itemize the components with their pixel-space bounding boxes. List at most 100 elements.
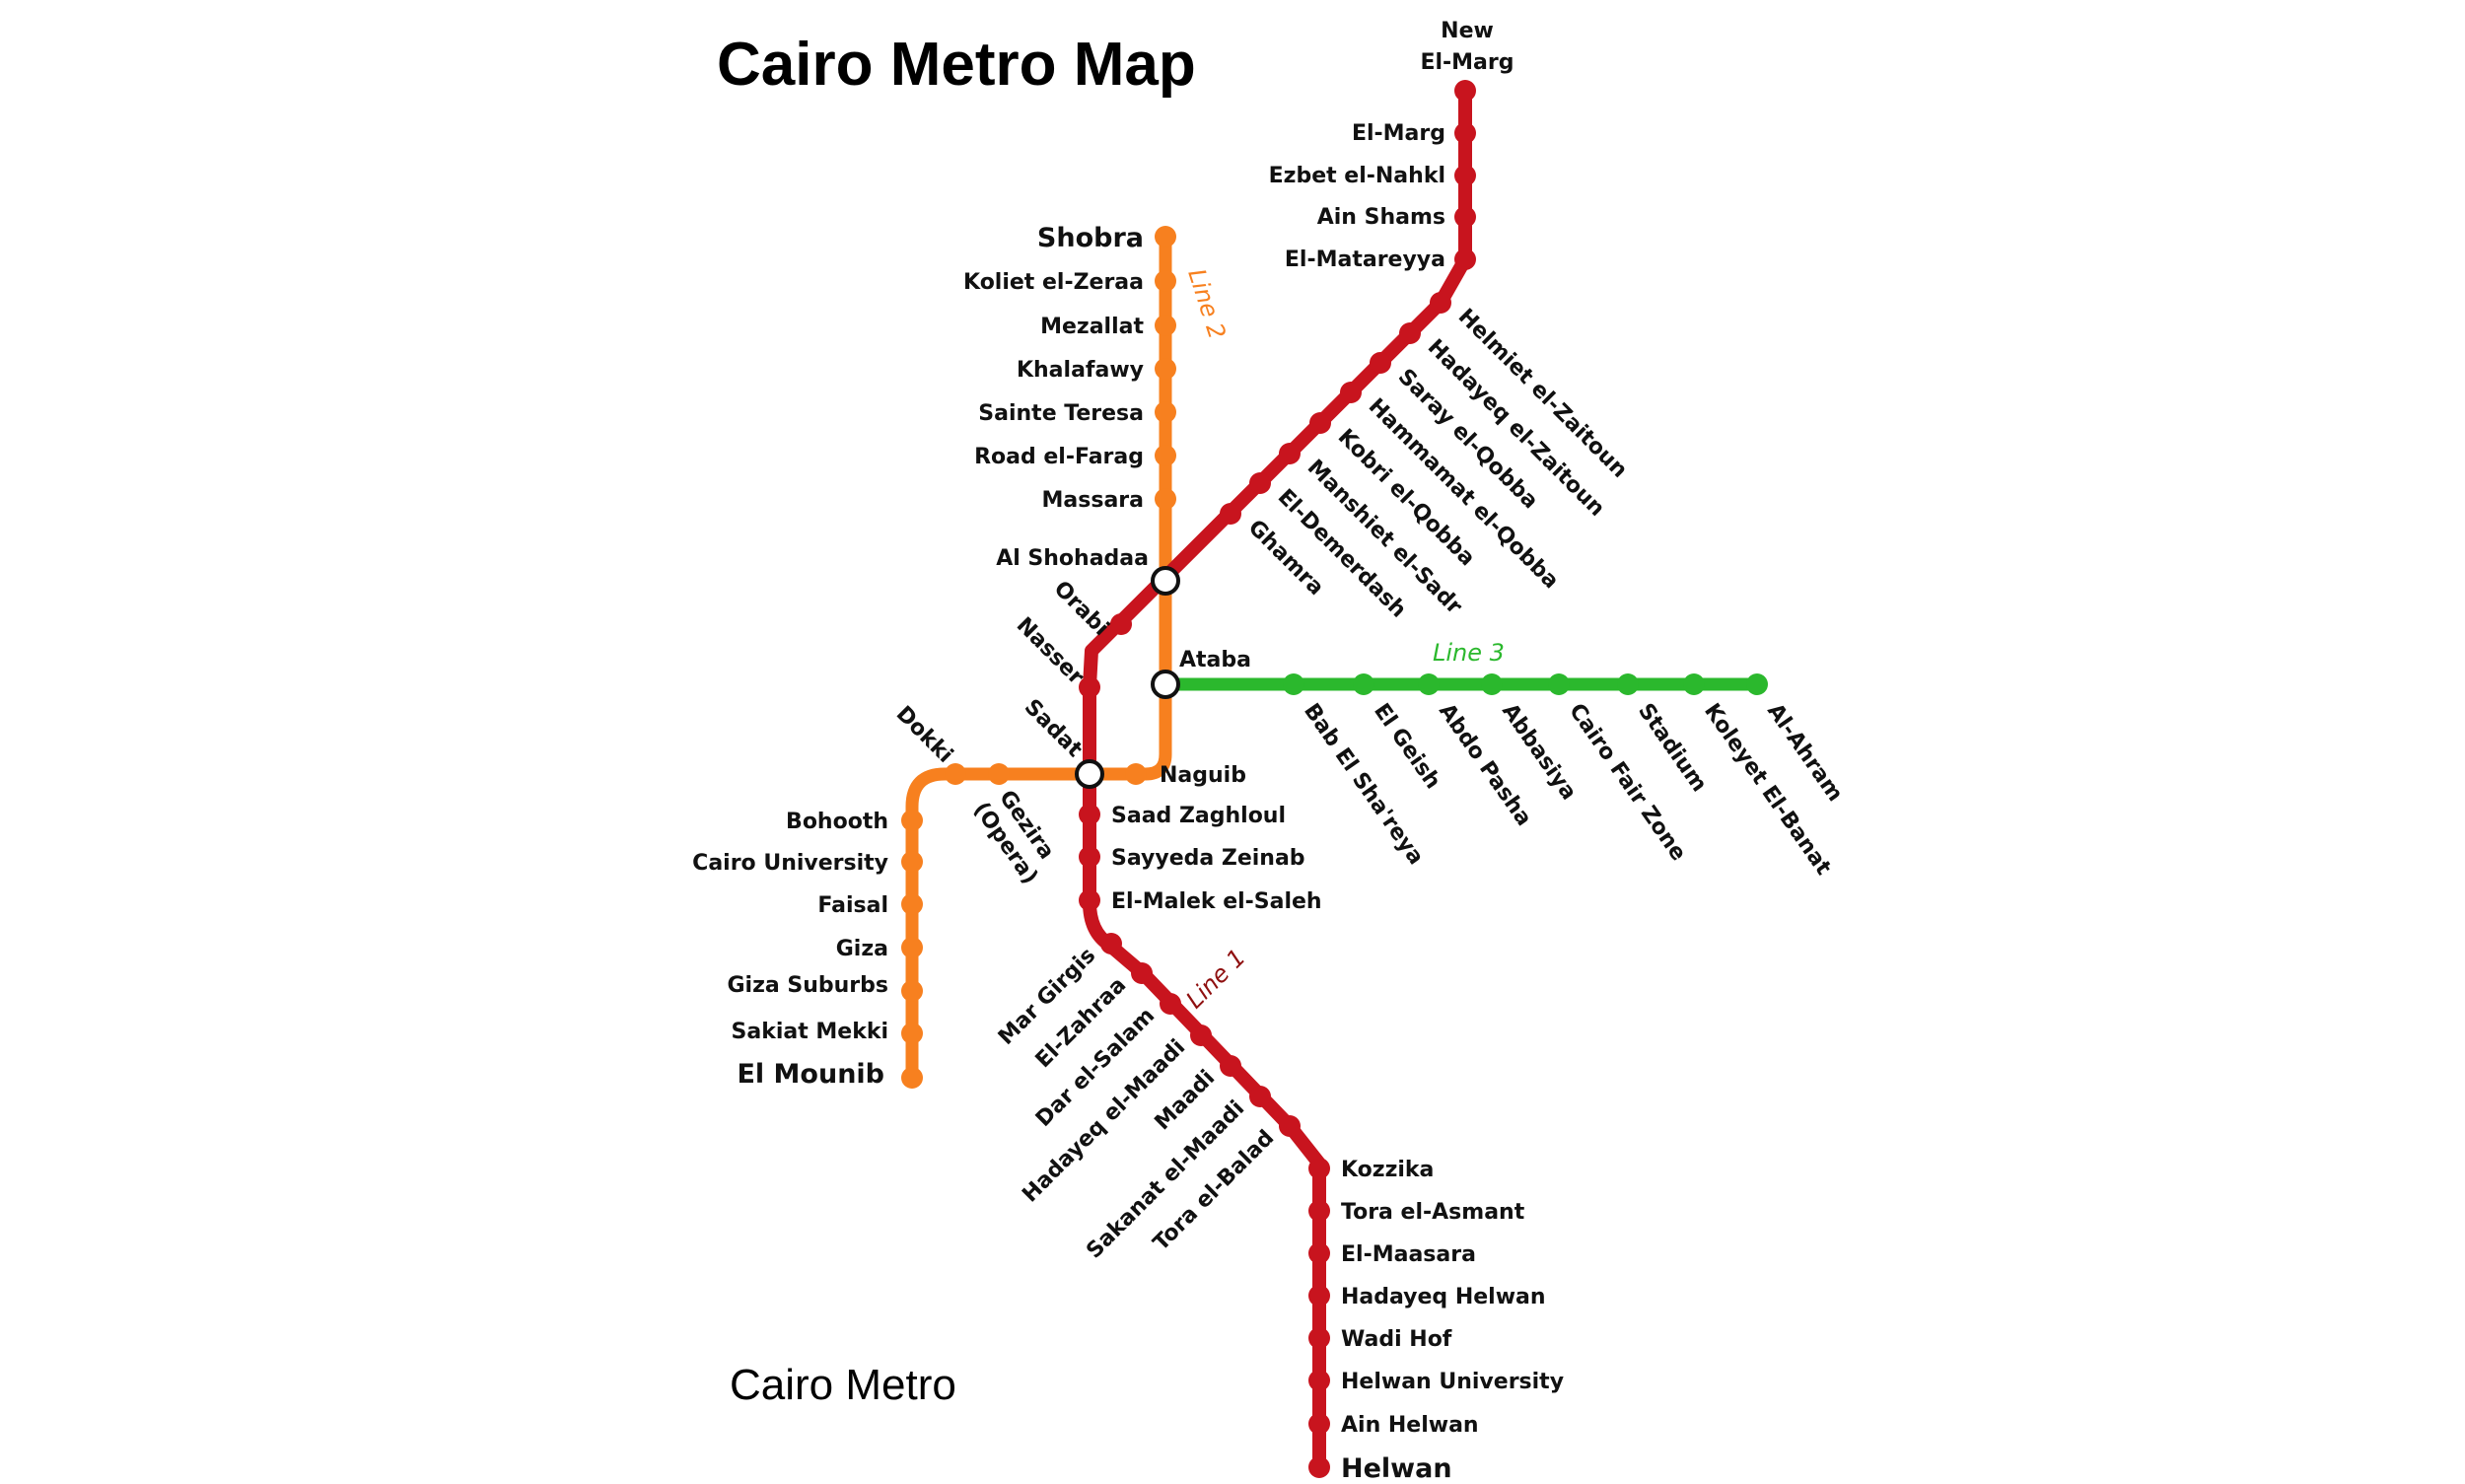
interchange-al-shohadaa[interactable] xyxy=(1151,566,1180,596)
station-dot-bab-el-shareya[interactable] xyxy=(1283,673,1304,695)
line1-label: Line 1 xyxy=(1180,944,1250,1014)
label-giza: Giza xyxy=(836,937,888,961)
station-dot-dokki[interactable] xyxy=(945,763,966,785)
label-ataba: Ataba xyxy=(1179,648,1251,672)
station-dot-khalafawy[interactable] xyxy=(1155,358,1176,380)
station-dot-helwan[interactable] xyxy=(1308,1456,1330,1478)
station-dot-el-mounib[interactable] xyxy=(901,1067,923,1089)
station-dot-tora-el-balad[interactable] xyxy=(1279,1115,1301,1137)
label-road-el-farag: Road el-Farag xyxy=(974,445,1144,469)
station-dot-giza[interactable] xyxy=(901,937,923,958)
label-sayyeda-zeinab: Sayyeda Zeinab xyxy=(1111,846,1305,871)
label-el-malek-el-saleh: El-Malek el-Saleh xyxy=(1111,889,1322,914)
station-dot-orabi[interactable] xyxy=(1110,613,1132,635)
station-dot-manshiet-el-sadr[interactable] xyxy=(1279,443,1301,464)
station-dot-el-geish[interactable] xyxy=(1353,673,1374,695)
station-dot-cairo-fair-zone[interactable] xyxy=(1548,673,1570,695)
line3-stations xyxy=(1283,673,1768,695)
station-dot-gezira-opera[interactable] xyxy=(988,763,1010,785)
station-dot-el-zahraa[interactable] xyxy=(1131,962,1153,984)
station-dot-abdo-pasha[interactable] xyxy=(1418,673,1440,695)
label-bohooth: Bohooth xyxy=(786,810,888,834)
station-dot-el-matareyya[interactable] xyxy=(1454,248,1476,270)
station-dot-bohooth[interactable] xyxy=(901,810,923,831)
line2-stations xyxy=(901,226,1176,1089)
label-sadat: Sadat xyxy=(1020,695,1088,763)
station-dot-abbasiya[interactable] xyxy=(1481,673,1503,695)
station-dot-sayyeda-zeinab[interactable] xyxy=(1079,846,1100,868)
map-footer-caption: Cairo Metro xyxy=(730,1361,956,1409)
line2-label: Line 2 xyxy=(1182,265,1231,342)
station-dot-koliet-el-zeraa[interactable] xyxy=(1155,270,1176,292)
label-tora-el-asmant: Tora el-Asmant xyxy=(1341,1200,1525,1225)
station-dot-nasser[interactable] xyxy=(1079,676,1100,698)
station-dot-el-marg[interactable] xyxy=(1454,122,1476,144)
label-naguib: Naguib xyxy=(1160,763,1246,788)
station-dot-road-el-farag[interactable] xyxy=(1155,445,1176,466)
station-dot-dar-el-salam[interactable] xyxy=(1160,993,1181,1015)
station-dot-saray-el-qobba[interactable] xyxy=(1370,352,1391,374)
station-dot-hadayeq-el-zaitoun[interactable] xyxy=(1399,322,1421,344)
station-dot-sainte-teresa[interactable] xyxy=(1155,401,1176,423)
station-dot-ain-helwan[interactable] xyxy=(1308,1413,1330,1435)
label-koliet-el-zeraa: Koliet el-Zeraa xyxy=(963,270,1144,295)
label-hadayeq-helwan: Hadayeq Helwan xyxy=(1341,1285,1546,1309)
station-dot-cairo-university[interactable] xyxy=(901,851,923,873)
label-ain-helwan: Ain Helwan xyxy=(1341,1413,1479,1438)
station-dot-al-ahram[interactable] xyxy=(1746,673,1768,695)
map-title: Cairo Metro Map xyxy=(717,31,1196,99)
label-giza-suburbs: Giza Suburbs xyxy=(727,973,888,998)
station-dot-hadayeq-helwan[interactable] xyxy=(1308,1285,1330,1307)
line1-stations xyxy=(1079,80,1476,1478)
station-dot-sakanat-el-maadi[interactable] xyxy=(1249,1086,1271,1107)
station-dot-giza-suburbs[interactable] xyxy=(901,980,923,1002)
label-khalafawy: Khalafawy xyxy=(1017,358,1144,383)
station-dot-ain-shams[interactable] xyxy=(1454,206,1476,228)
label-sainte-teresa: Sainte Teresa xyxy=(978,401,1144,426)
station-dot-shobra[interactable] xyxy=(1155,226,1176,247)
station-dot-kozzika[interactable] xyxy=(1308,1158,1330,1179)
label-wadi-hof: Wadi Hof xyxy=(1341,1327,1452,1352)
label-ezbet-el-nahkl: Ezbet el-Nahkl xyxy=(1269,164,1445,188)
station-dot-mezallat[interactable] xyxy=(1155,315,1176,336)
interchange-ataba[interactable] xyxy=(1151,670,1180,699)
station-dot-saad-zaghloul[interactable] xyxy=(1079,804,1100,825)
label-el-geish: El Geish xyxy=(1369,699,1445,794)
label-el-maasara: El-Maasara xyxy=(1341,1242,1476,1267)
label-koleyet-el-banat: Koleyet El-Banat xyxy=(1699,699,1836,880)
station-dot-new-el-marg[interactable] xyxy=(1454,80,1476,102)
station-dot-maadi[interactable] xyxy=(1220,1055,1241,1077)
station-dot-faisal[interactable] xyxy=(901,893,923,915)
interchange-sadat[interactable] xyxy=(1075,759,1104,789)
station-dot-el-demerdash[interactable] xyxy=(1249,472,1271,494)
station-dot-ezbet-el-nahkl[interactable] xyxy=(1454,165,1476,186)
label-new-el-marg-2: El-Marg xyxy=(1420,50,1514,75)
station-dot-massara[interactable] xyxy=(1155,488,1176,510)
station-dot-sakiat-mekki[interactable] xyxy=(901,1023,923,1044)
label-dokki: Dokki xyxy=(891,702,957,768)
station-dot-wadi-hof[interactable] xyxy=(1308,1327,1330,1349)
station-dot-el-maasara[interactable] xyxy=(1308,1242,1330,1264)
interchange-stations xyxy=(1075,566,1180,789)
station-dot-el-malek-el-saleh[interactable] xyxy=(1079,889,1100,911)
label-new-el-marg-1: New xyxy=(1441,19,1494,43)
label-helwan: Helwan xyxy=(1341,1453,1452,1479)
station-dot-ghamra[interactable] xyxy=(1220,503,1241,525)
label-el-matareyya: El-Matareyya xyxy=(1285,247,1445,272)
label-cairo-university: Cairo University xyxy=(692,851,888,876)
station-dot-naguib[interactable] xyxy=(1125,763,1147,785)
station-dot-tora-el-asmant[interactable] xyxy=(1308,1200,1330,1222)
station-dot-kobri-el-qobba[interactable] xyxy=(1309,412,1331,434)
label-al-shohadaa: Al Shohadaa xyxy=(996,546,1149,571)
label-mezallat: Mezallat xyxy=(1040,315,1144,339)
station-dot-koleyet-el-banat[interactable] xyxy=(1683,673,1705,695)
station-dot-hadayeq-el-maadi[interactable] xyxy=(1190,1025,1212,1046)
station-dot-hammamat-el-qobba[interactable] xyxy=(1340,382,1362,403)
line3-label: Line 3 xyxy=(1433,639,1505,667)
station-dot-mar-girgis[interactable] xyxy=(1100,933,1122,954)
station-dot-helwan-university[interactable] xyxy=(1308,1370,1330,1391)
station-dot-stadium[interactable] xyxy=(1617,673,1639,695)
station-dot-helmiet-el-zaitoun[interactable] xyxy=(1430,292,1451,314)
